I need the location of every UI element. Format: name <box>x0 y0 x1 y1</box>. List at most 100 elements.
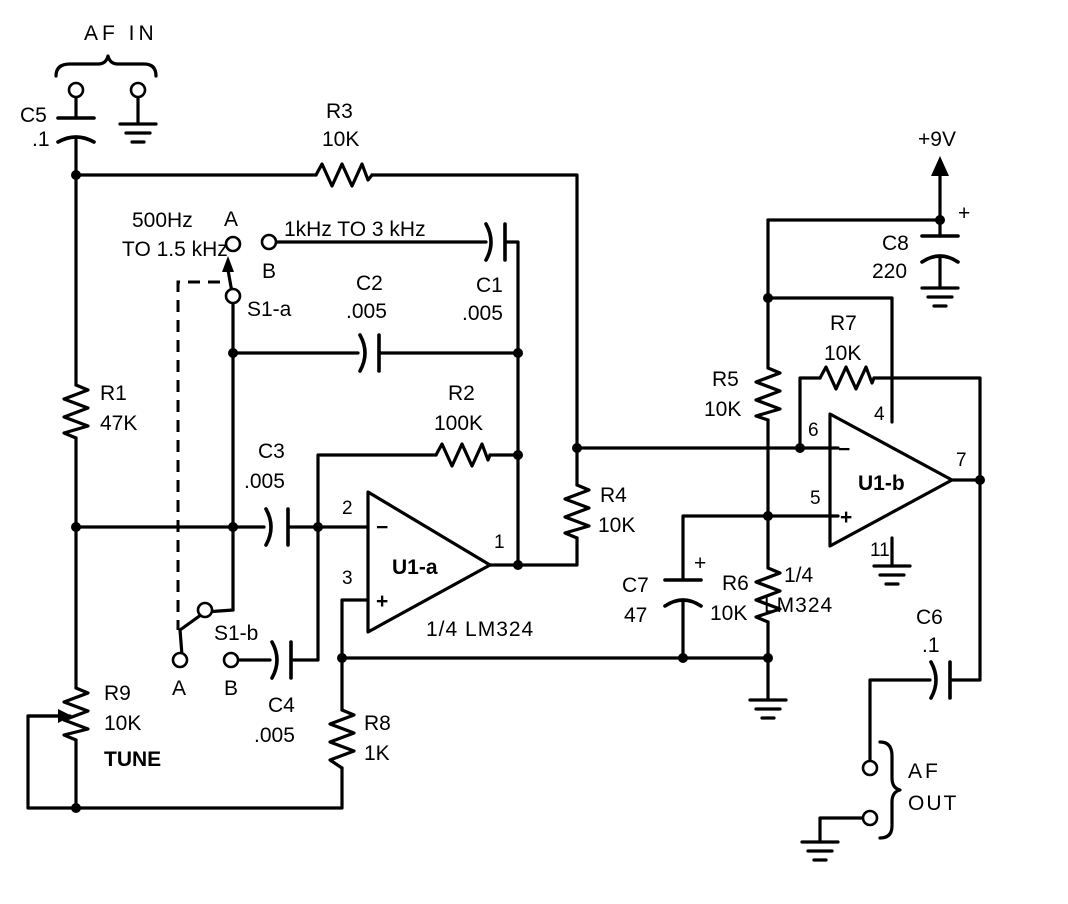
s1b-a-label: A <box>172 677 186 700</box>
af-out-label-line1: AF <box>908 760 941 783</box>
s1b-common-terminal <box>196 601 214 619</box>
s1a-common-terminal <box>224 287 242 305</box>
u1a-minus-symbol: − <box>376 516 388 539</box>
r9-note: TUNE <box>104 748 161 771</box>
s1b-terminal-a <box>171 651 189 669</box>
s1b-terminal-b <box>222 651 240 669</box>
af-out-ground-terminal <box>861 809 879 827</box>
resistor-r4 <box>563 483 591 540</box>
c1-value: .005 <box>462 302 503 325</box>
c6-ref: C6 <box>916 606 943 629</box>
u1b-minus-symbol: − <box>838 438 850 461</box>
terminals <box>67 81 879 827</box>
opamp-u1a <box>366 490 492 634</box>
af-in-terminal <box>67 81 85 99</box>
c4-ref: C4 <box>268 694 295 717</box>
u1b-part-line1: 1/4 <box>784 564 814 587</box>
capacitor-c8 <box>920 234 960 264</box>
u1b-plus-symbol: + <box>840 506 852 529</box>
c6-value: .1 <box>922 634 940 657</box>
c5-value: .1 <box>32 128 50 151</box>
r3-ref: R3 <box>326 100 353 123</box>
r4-ref: R4 <box>600 484 627 507</box>
s1-a-range-line2: TO 1.5 kHz <box>122 238 228 261</box>
ground-icon <box>118 94 158 144</box>
af-out-label-line2: OUT <box>908 792 958 815</box>
r7-ref: R7 <box>830 312 857 335</box>
r9-ref: R9 <box>104 682 131 705</box>
resistor-r5 <box>754 366 782 422</box>
r8-ref: R8 <box>364 712 391 735</box>
r2-ref: R2 <box>448 382 475 405</box>
resistor-r7 <box>818 365 876 391</box>
c4-value: .005 <box>254 724 295 747</box>
s1-a-range-line1: 500Hz <box>132 209 193 232</box>
ground-icon <box>920 286 960 308</box>
s1a-terminal-b <box>260 233 278 251</box>
c3-value: .005 <box>244 470 285 493</box>
af-out-brace <box>878 740 902 840</box>
r5-ref: R5 <box>712 368 739 391</box>
r6-value: 10K <box>710 602 747 625</box>
opamp-u1b <box>828 412 954 548</box>
r6-ref: R6 <box>722 572 749 595</box>
potentiometer-r9 <box>26 686 90 742</box>
supply-arrow-icon <box>931 156 949 176</box>
ground-icon <box>800 840 840 862</box>
switch-s1 <box>176 256 235 657</box>
ground-icon <box>748 698 788 720</box>
c8-ref: C8 <box>882 232 909 255</box>
u1a-plus-symbol: + <box>376 590 388 613</box>
resistor-r3 <box>314 162 374 188</box>
c7-value: 47 <box>624 604 647 627</box>
r4-value: 10K <box>598 514 635 537</box>
u1b-pin-minus-number: 6 <box>808 420 819 441</box>
resistor-r1 <box>62 383 90 440</box>
u1a-part: 1/4 LM324 <box>426 618 534 641</box>
af-in-label: AF IN <box>84 22 158 45</box>
c5-ref: C5 <box>20 104 47 127</box>
ground-icon <box>872 564 912 586</box>
capacitor-c4 <box>270 640 293 680</box>
s1b-b-label: B <box>224 677 238 700</box>
u1b-ref: U1-b <box>858 472 905 495</box>
s1a-terminal-a <box>224 235 242 253</box>
u1b-pin-gnd-number: 11 <box>870 540 890 561</box>
s1b-label: S1-b <box>214 622 258 645</box>
r1-value: 47K <box>100 412 137 435</box>
c1-ref: C1 <box>476 274 503 297</box>
s1-b-range-label: 1kHz TO 3 kHz <box>284 218 426 241</box>
capacitor-c5 <box>56 116 96 144</box>
r8-value: 1K <box>364 742 390 765</box>
r3-value: 10K <box>322 128 359 151</box>
r7-value: 10K <box>824 342 861 365</box>
capacitor-c1 <box>484 222 507 262</box>
capacitor-c2 <box>358 333 381 373</box>
capacitor-c6 <box>929 660 952 700</box>
af-in-brace <box>54 54 158 78</box>
supply-label: +9V <box>918 128 956 151</box>
c7-ref: C7 <box>622 574 649 597</box>
af-in-ground-terminal <box>129 81 147 99</box>
u1a-pin-minus-number: 2 <box>342 498 353 519</box>
r1-ref: R1 <box>100 382 127 405</box>
s1a-b-label: B <box>262 260 276 283</box>
r9-value: 10K <box>104 712 141 735</box>
c8-value: 220 <box>872 260 907 283</box>
resistor-r6 <box>754 566 782 624</box>
u1b-pin-plus-number: 5 <box>810 488 821 509</box>
s1a-label: S1-a <box>247 298 292 321</box>
r2-value: 100K <box>434 412 483 435</box>
u1a-ref: U1-a <box>392 556 438 579</box>
r5-value: 10K <box>704 398 741 421</box>
c2-ref: C2 <box>356 272 383 295</box>
af-out-terminal <box>861 759 879 777</box>
u1a-pin-out-number: 1 <box>494 532 505 553</box>
c8-plus-symbol: + <box>958 202 970 225</box>
resistor-r2 <box>434 442 492 468</box>
junctions <box>71 170 985 813</box>
u1a-pin-plus-number: 3 <box>342 568 353 589</box>
c3-ref: C3 <box>258 440 285 463</box>
u1b-part-line2: LM324 <box>764 594 833 617</box>
